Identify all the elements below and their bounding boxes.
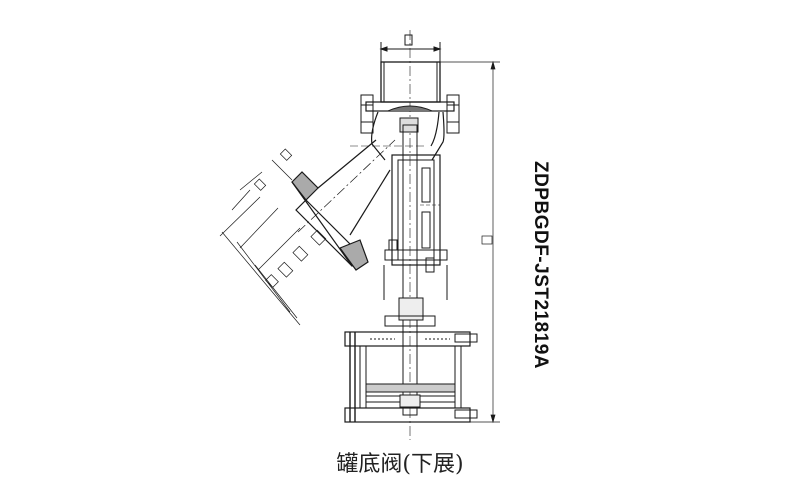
- dimension-label-box: [292, 245, 309, 262]
- branch-dimensions: [219, 139, 396, 326]
- dimension-label-box: [481, 235, 493, 245]
- height-dimension: [440, 60, 500, 424]
- outlet-pipe: [380, 30, 441, 440]
- dimension-label-box: [253, 178, 267, 191]
- dimension-label-box: [277, 261, 294, 278]
- valve-stem: [384, 124, 436, 416]
- bolt: [446, 94, 460, 134]
- pneumatic-actuator: [344, 331, 478, 423]
- dimension-label-box: [310, 229, 327, 246]
- model-number: ZDPBGDF-JST21819A: [530, 160, 551, 370]
- top-width-dimension: [379, 34, 442, 62]
- valve-body: [350, 111, 445, 161]
- dimension-label-box: [279, 148, 293, 161]
- bonnet-column: [383, 154, 448, 300]
- dimension-label-box: [404, 34, 413, 46]
- bolt: [360, 94, 374, 134]
- drawing-caption: 罐底阀(下展): [336, 452, 464, 477]
- branch-pipe: [291, 139, 391, 271]
- dimension-label-box: [265, 274, 279, 288]
